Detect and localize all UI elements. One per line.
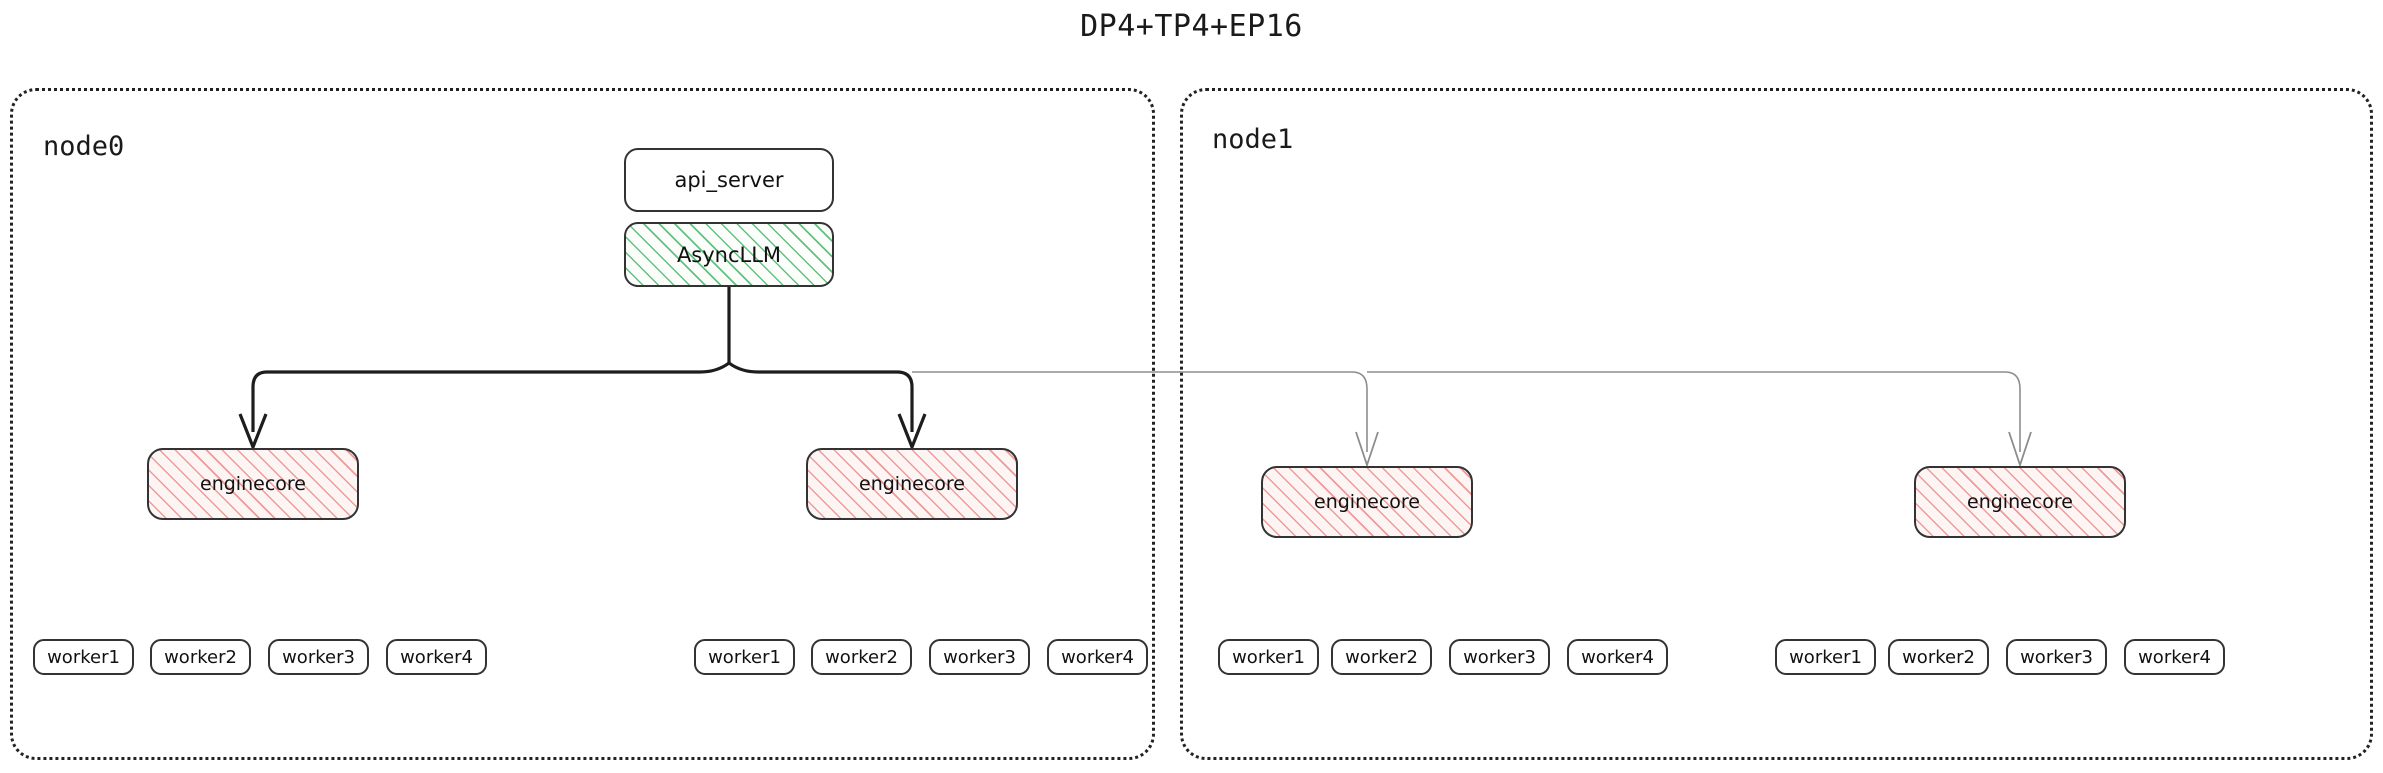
worker-box[interactable]: worker4: [386, 639, 487, 675]
enginecore-box[interactable]: enginecore: [1914, 466, 2126, 538]
node-label-node0: node0: [43, 131, 125, 162]
worker-box[interactable]: worker4: [1047, 639, 1148, 675]
worker-box[interactable]: worker4: [2124, 639, 2225, 675]
enginecore-box[interactable]: enginecore: [806, 448, 1018, 520]
worker-box[interactable]: worker2: [150, 639, 251, 675]
asyncllm-box[interactable]: AsyncLLM: [624, 222, 834, 287]
worker-box[interactable]: worker1: [1218, 639, 1319, 675]
worker-box[interactable]: worker2: [1331, 639, 1432, 675]
worker-box[interactable]: worker3: [268, 639, 369, 675]
worker-box[interactable]: worker1: [1775, 639, 1876, 675]
worker-box[interactable]: worker1: [694, 639, 795, 675]
api-server-box[interactable]: api_server: [624, 148, 834, 212]
worker-box[interactable]: worker2: [1888, 639, 1989, 675]
enginecore-box[interactable]: enginecore: [147, 448, 359, 520]
worker-box[interactable]: worker1: [33, 639, 134, 675]
page-title: DP4+TP4+EP16: [1080, 9, 1303, 44]
worker-box[interactable]: worker3: [1449, 639, 1550, 675]
worker-box[interactable]: worker3: [929, 639, 1030, 675]
worker-box[interactable]: worker3: [2006, 639, 2107, 675]
enginecore-box[interactable]: enginecore: [1261, 466, 1473, 538]
worker-box[interactable]: worker4: [1567, 639, 1668, 675]
node-label-node1: node1: [1212, 124, 1294, 155]
worker-box[interactable]: worker2: [811, 639, 912, 675]
